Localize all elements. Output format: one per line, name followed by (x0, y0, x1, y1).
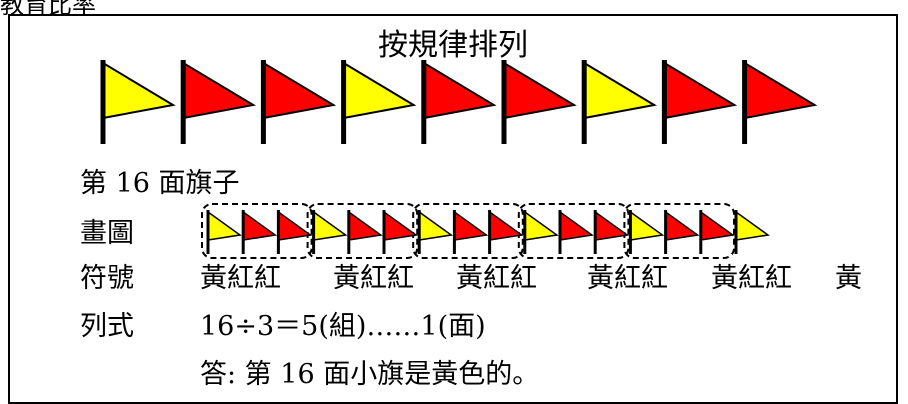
group-box (201, 203, 313, 259)
group-box (623, 203, 736, 259)
formula-label: 列式 (80, 311, 134, 342)
big-flag-red (742, 60, 818, 144)
formula-text: 16÷3＝5(組)……1(面) (200, 311, 486, 342)
group-box (306, 203, 419, 259)
question-text: 第 16 面旗子 (80, 168, 240, 199)
small-flag-red (452, 210, 489, 254)
small-flag-red (276, 210, 313, 254)
big-flag-red (421, 60, 497, 144)
symbol-group: 黃紅紅 (200, 263, 281, 294)
big-flag-red (180, 60, 256, 144)
big-flag-yellow (341, 60, 417, 144)
big-flag-red (661, 60, 738, 144)
small-flag-yellow (628, 210, 665, 254)
group-box (412, 203, 524, 259)
group-box (517, 203, 630, 259)
small-flag-yellow (312, 210, 348, 254)
big-flag-red (260, 60, 337, 144)
small-flag-red (699, 210, 735, 254)
big-flag-yellow (100, 60, 176, 144)
answer-text: 答: 第 16 面小旗是黃色的。 (200, 359, 540, 390)
big-flag-yellow (581, 60, 657, 144)
small-flag-red (664, 210, 700, 254)
symbol-group: 黃 (835, 263, 862, 294)
small-flag-red (347, 210, 383, 254)
symbol-group: 黃紅紅 (711, 263, 792, 294)
symbol-group: 黃紅紅 (456, 263, 537, 294)
small-flag-red (241, 210, 278, 254)
small-flag-red (558, 210, 594, 254)
small-flag-yellow (523, 210, 559, 254)
symbol-label: 符號 (80, 263, 134, 294)
small-flag-red (593, 210, 630, 254)
small-flag-row (201, 203, 770, 259)
symbol-group: 黃紅紅 (333, 263, 414, 294)
small-flag-yellow (734, 210, 770, 254)
page-title: 按規律排列 (378, 28, 528, 63)
drawing-label: 畫圖 (80, 218, 134, 249)
small-flag-red (488, 210, 524, 254)
big-flag-row (100, 60, 818, 144)
small-flag-yellow (206, 210, 242, 254)
small-flag-red (382, 210, 418, 254)
big-flag-red (501, 60, 577, 144)
small-flag-yellow (417, 210, 454, 254)
symbol-group: 黃紅紅 (587, 263, 668, 294)
header-fragment: 教育比率 (0, 0, 96, 19)
